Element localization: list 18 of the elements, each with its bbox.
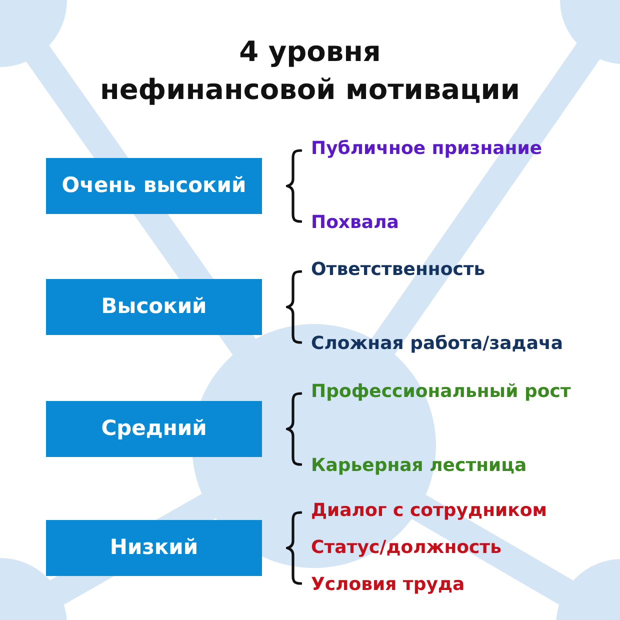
motivation-item: Профессиональный рост: [311, 381, 571, 403]
level-box: [46, 401, 262, 457]
level-box: [46, 520, 262, 576]
level-box: [46, 279, 262, 335]
motivation-item: Условия труда: [311, 574, 465, 596]
motivation-item: Диалог с сотрудником: [311, 500, 547, 522]
motivation-item: Похвала: [311, 212, 399, 234]
level-name: Высокий: [101, 294, 207, 320]
level-name: Очень высокий: [62, 173, 246, 199]
motivation-item: Сложная работа/задача: [311, 333, 563, 355]
motivation-item: Статус/должность: [311, 537, 502, 559]
level-name: Низкий: [110, 535, 198, 561]
level-name: Средний: [101, 416, 207, 442]
level-box: [46, 158, 262, 214]
motivation-item: Ответственность: [311, 259, 486, 281]
motivation-item: Карьерная лестница: [311, 455, 527, 477]
title: 4 уровня нефинансовой мотивации: [100, 34, 520, 108]
motivation-item: Публичное признание: [311, 138, 542, 160]
